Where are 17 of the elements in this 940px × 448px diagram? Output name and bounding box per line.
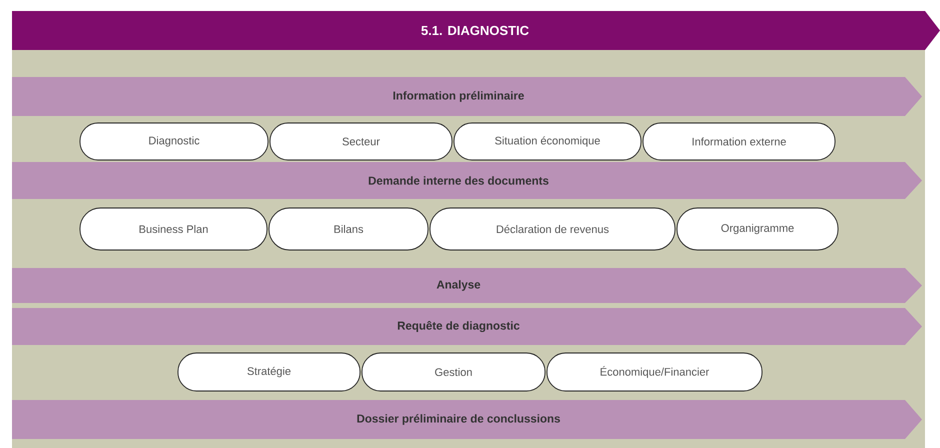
step-banner: Information préliminaire [12,77,922,116]
item-pill: Organigramme [676,208,838,250]
title-banner: 5.1. DIAGNOSTIC [12,11,940,50]
item-pill: Gestion [362,352,546,392]
step-banner: Requête de diagnostic [12,308,922,345]
item-pill: Business Plan [80,208,268,250]
step-banner: Demande interne des documents [12,162,922,199]
item-pill: Économique/Financier [546,352,762,392]
item-pill: Secteur [270,122,452,160]
item-pill: Diagnostic [80,122,268,160]
item-pill: Situation économique [454,122,642,160]
item-pill: Stratégie [178,352,360,392]
item-pill: Information externe [642,122,836,160]
step-banner: Dossier préliminaire de conclussions [12,400,922,439]
item-pill: Bilans [268,208,428,250]
item-pill: Déclaration de revenus [430,208,676,250]
step-banner: Analyse [12,268,922,303]
